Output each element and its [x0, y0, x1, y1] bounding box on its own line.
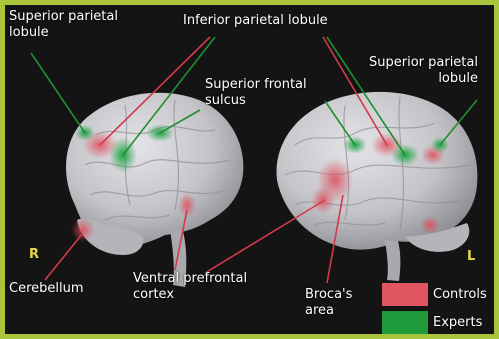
label-brocas-area: Broca's area: [305, 287, 352, 319]
line-cerebellum: [45, 233, 83, 280]
controls-activation-cerebellum: [71, 218, 95, 242]
left-brainstem: [385, 240, 400, 281]
label-cerebellum: Cerebellum: [9, 281, 84, 297]
legend-label-controls: Controls: [433, 287, 487, 303]
left-hemisphere-brain: [277, 92, 478, 281]
label-ventral-prefrontal-cortex: Ventral prefrontal cortex: [133, 271, 247, 303]
controls-activation-broca-lower: [311, 186, 335, 214]
controls-activation-temporal-left: [420, 216, 440, 234]
label-superior-frontal-sulcus: Superior frontal sulcus: [205, 77, 307, 109]
label-superior-parietal-lobule-left: Superior parietal lobule: [369, 55, 478, 87]
label-text: Superior parietal lobule: [369, 55, 478, 86]
legend-swatch-controls: [382, 283, 428, 306]
label-text: Ventral prefrontal cortex: [133, 271, 247, 302]
label-text: Superior frontal sulcus: [205, 77, 307, 108]
legend-label-experts: Experts: [433, 315, 482, 331]
legend-swatch-experts: [382, 311, 428, 334]
label-text: Broca's area: [305, 287, 352, 318]
hemisphere-label-left: L: [467, 249, 475, 264]
hemisphere-label-right: R: [29, 247, 39, 262]
label-inferior-parietal-lobule: Inferior parietal lobule: [183, 13, 328, 29]
label-superior-parietal-lobule-right: Superior parietal lobule: [9, 9, 118, 41]
brain-activation-figure: Superior parietal lobule Inferior pariet…: [5, 5, 494, 334]
label-text: Cerebellum: [9, 281, 84, 296]
line-spl-right: [31, 53, 85, 133]
label-text: Inferior parietal lobule: [183, 13, 328, 28]
right-hemisphere-brain: [66, 93, 243, 287]
label-text: Superior parietal lobule: [9, 9, 118, 40]
experts-activation-spl-right: [75, 125, 95, 141]
